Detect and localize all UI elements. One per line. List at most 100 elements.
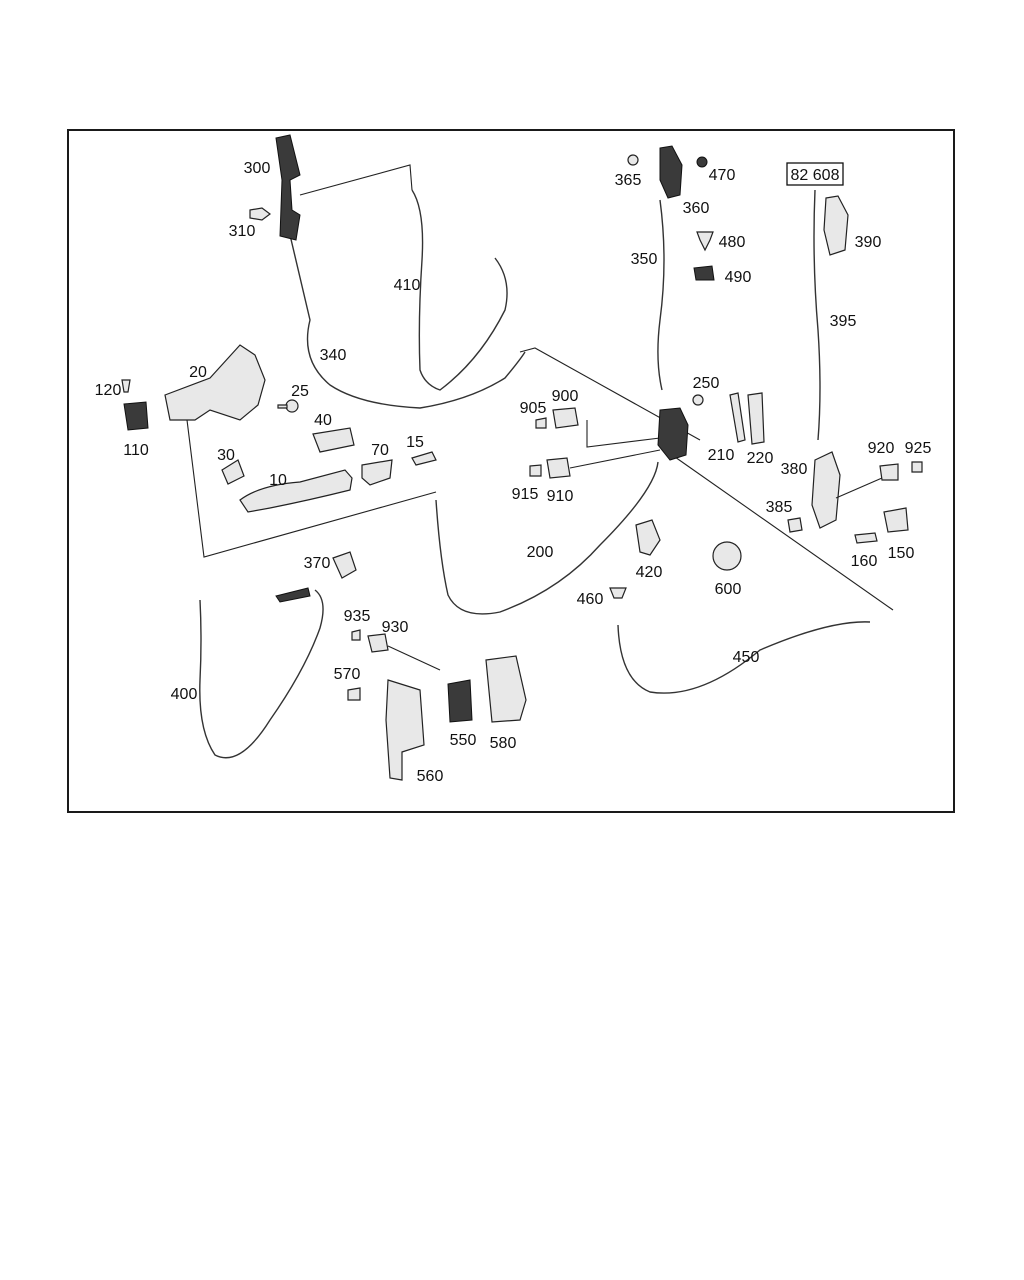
part-300: [275, 134, 301, 241]
part-110: [123, 401, 149, 431]
part-460: [609, 587, 627, 599]
part-470: [696, 156, 708, 168]
part-labels: 300 310 410 340 20 120 25 110 40 70 15 3…: [95, 160, 932, 785]
label-210: 210: [708, 447, 735, 464]
part-905: [535, 417, 547, 429]
label-310: 310: [229, 223, 256, 240]
label-930: 930: [382, 619, 409, 636]
bracket-line-top: [519, 347, 701, 441]
part-250: [692, 394, 704, 406]
label-480: 480: [719, 234, 746, 251]
label-150: 150: [888, 545, 915, 562]
part-40: [312, 427, 355, 453]
label-395: 395: [830, 313, 857, 330]
label-385: 385: [766, 499, 793, 516]
part-400-bracket: [275, 587, 311, 603]
label-110: 110: [123, 442, 149, 459]
reference-box-label: 82 608: [791, 167, 840, 184]
part-925: [911, 461, 923, 473]
part-150: [883, 507, 909, 533]
label-900: 900: [552, 388, 579, 405]
label-300: 300: [244, 160, 271, 177]
part-930: [367, 633, 389, 653]
bracket-line-300: [299, 164, 413, 196]
cable-340: [289, 234, 526, 409]
label-30: 30: [217, 447, 235, 464]
bracket-line-right: [664, 449, 894, 611]
cable-400: [199, 589, 324, 759]
cable-200: [435, 461, 659, 615]
part-360: [659, 145, 683, 199]
label-490: 490: [725, 269, 752, 286]
part-20: [164, 344, 266, 421]
label-600: 600: [715, 581, 742, 598]
label-20: 20: [189, 364, 207, 381]
label-120: 120: [95, 382, 122, 399]
label-15: 15: [406, 434, 424, 451]
label-40: 40: [314, 412, 332, 429]
diagram-frame: [67, 129, 955, 813]
label-925: 925: [905, 440, 932, 457]
label-390: 390: [855, 234, 882, 251]
part-380: [811, 451, 841, 529]
label-400: 400: [171, 686, 198, 703]
label-380: 380: [781, 461, 808, 478]
part-600: [712, 541, 742, 571]
part-420: [635, 519, 661, 556]
part-70: [361, 459, 393, 486]
label-10: 10: [269, 472, 287, 489]
label-360: 360: [683, 200, 710, 217]
rod-920: [835, 477, 883, 499]
reference-box: [786, 162, 844, 186]
part-900: [552, 407, 579, 429]
part-915: [529, 464, 542, 477]
label-580: 580: [490, 735, 517, 752]
part-120: [121, 379, 131, 393]
label-25: 25: [291, 383, 309, 400]
label-70: 70: [371, 442, 389, 459]
part-25-shank: [277, 404, 288, 409]
lock-assembly: [657, 407, 689, 461]
cable-410: [411, 189, 508, 391]
label-410: 410: [394, 277, 421, 294]
part-310: [249, 207, 271, 221]
label-560: 560: [417, 768, 444, 785]
part-10: [239, 469, 353, 513]
cable-395: [813, 189, 821, 441]
cable-450: [617, 621, 871, 694]
part-365: [627, 154, 639, 166]
part-210: [729, 392, 746, 443]
label-920: 920: [868, 440, 895, 457]
part-30: [221, 459, 245, 485]
part-580: [485, 655, 527, 723]
rod-930: [387, 645, 441, 671]
part-25: [285, 399, 299, 413]
label-935: 935: [344, 608, 371, 625]
part-910: [546, 457, 571, 479]
bracket-line-900: [586, 420, 661, 448]
part-935: [351, 629, 361, 641]
part-570: [347, 687, 361, 701]
part-15: [411, 451, 437, 466]
label-905: 905: [520, 400, 547, 417]
label-350: 350: [631, 251, 658, 268]
label-450: 450: [733, 649, 760, 666]
part-550: [447, 679, 473, 723]
label-220: 220: [747, 450, 774, 467]
part-560: [385, 679, 425, 781]
label-910: 910: [547, 488, 574, 505]
part-920: [879, 463, 899, 481]
label-160: 160: [851, 553, 878, 570]
label-340: 340: [320, 347, 347, 364]
part-370: [332, 551, 357, 579]
label-915: 915: [512, 486, 539, 503]
bracket-line-left: [186, 419, 437, 558]
part-385: [787, 517, 803, 533]
rod-910: [569, 449, 661, 469]
label-200: 200: [527, 544, 554, 561]
label-550: 550: [450, 732, 477, 749]
part-490: [693, 265, 715, 281]
label-570: 570: [334, 666, 361, 683]
cable-350: [657, 199, 665, 391]
